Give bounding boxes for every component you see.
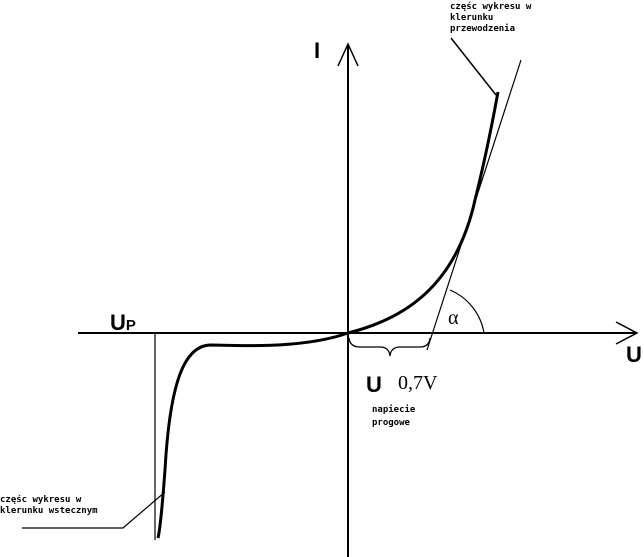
angle-arc bbox=[449, 289, 485, 334]
angle-label: α bbox=[448, 307, 459, 329]
threshold-caption-2: progowe bbox=[372, 418, 411, 428]
y-axis-label: I bbox=[314, 38, 320, 63]
threshold-symbol: U bbox=[366, 372, 382, 397]
breakdown-voltage-label: UP bbox=[110, 310, 136, 335]
x-axis-label: U bbox=[626, 342, 642, 367]
forward-curve bbox=[347, 91, 500, 335]
y-axis bbox=[337, 42, 359, 557]
reverse-note-2: klerunku wstecznym bbox=[0, 506, 98, 516]
threshold-brace bbox=[348, 337, 431, 357]
x-axis bbox=[78, 321, 639, 345]
reverse-note-1: częśc wykresu w bbox=[0, 494, 82, 505]
tangent-line bbox=[426, 59, 522, 351]
reverse-leader bbox=[22, 491, 166, 529]
forward-leader bbox=[450, 37, 497, 96]
threshold-caption-1: napiecie bbox=[372, 404, 416, 415]
threshold-value: 0,7V bbox=[398, 372, 438, 394]
forward-note-1: częśc wykresu w bbox=[450, 1, 532, 12]
forward-note-3: przewodzenia bbox=[450, 23, 515, 34]
reverse-curve bbox=[156, 331, 349, 539]
forward-note-2: klerunku bbox=[450, 13, 493, 23]
